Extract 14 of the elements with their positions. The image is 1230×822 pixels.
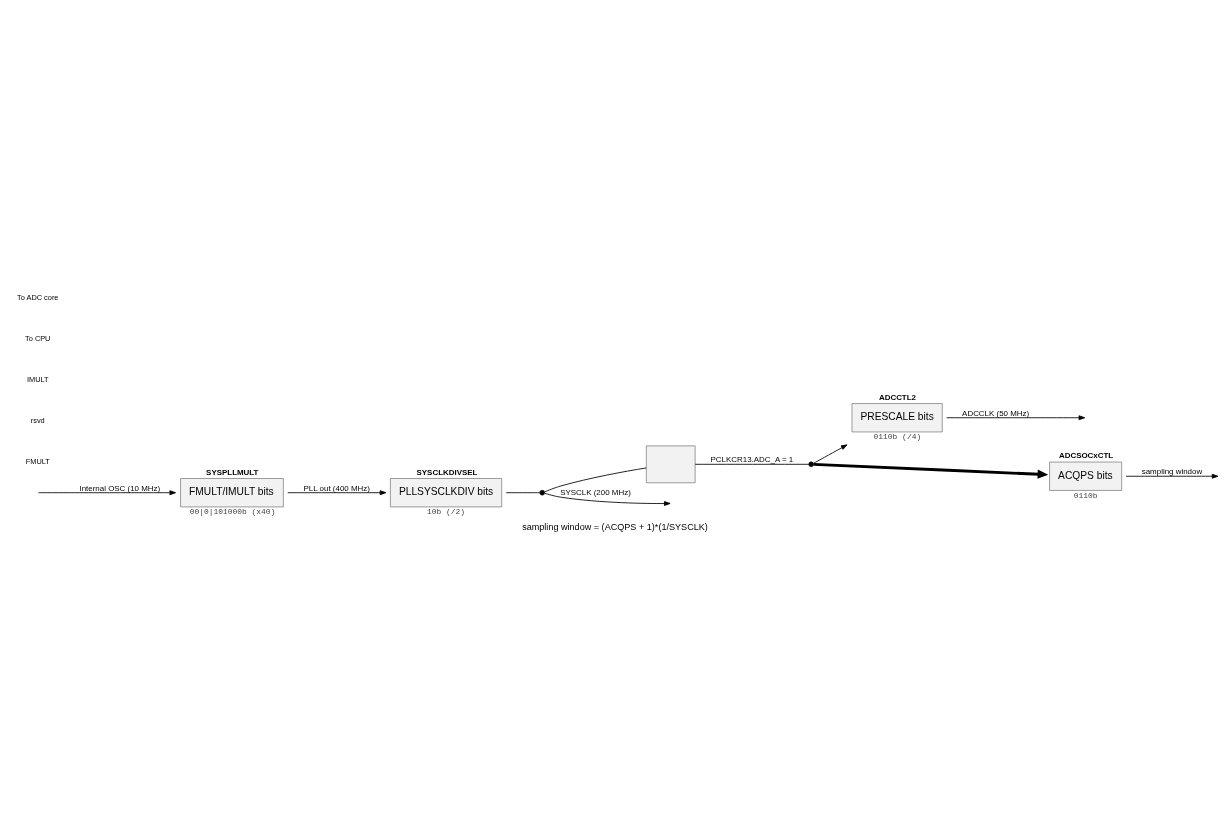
connector: [694, 463, 810, 465]
arrow: [813, 462, 1049, 479]
node-circle: [808, 461, 814, 467]
arrow: [544, 492, 671, 506]
node-circle: [539, 489, 545, 495]
arrow: [287, 489, 387, 495]
caption: sampling window = (ACQPS + 1)*(1/SYSCLK): [522, 521, 708, 531]
arrow: [946, 414, 1086, 420]
connector: [505, 491, 541, 493]
node-box: [646, 445, 696, 483]
arrow: [37, 489, 176, 495]
arrow: [1125, 473, 1219, 479]
arrow: [813, 443, 848, 464]
connector: [544, 467, 647, 492]
